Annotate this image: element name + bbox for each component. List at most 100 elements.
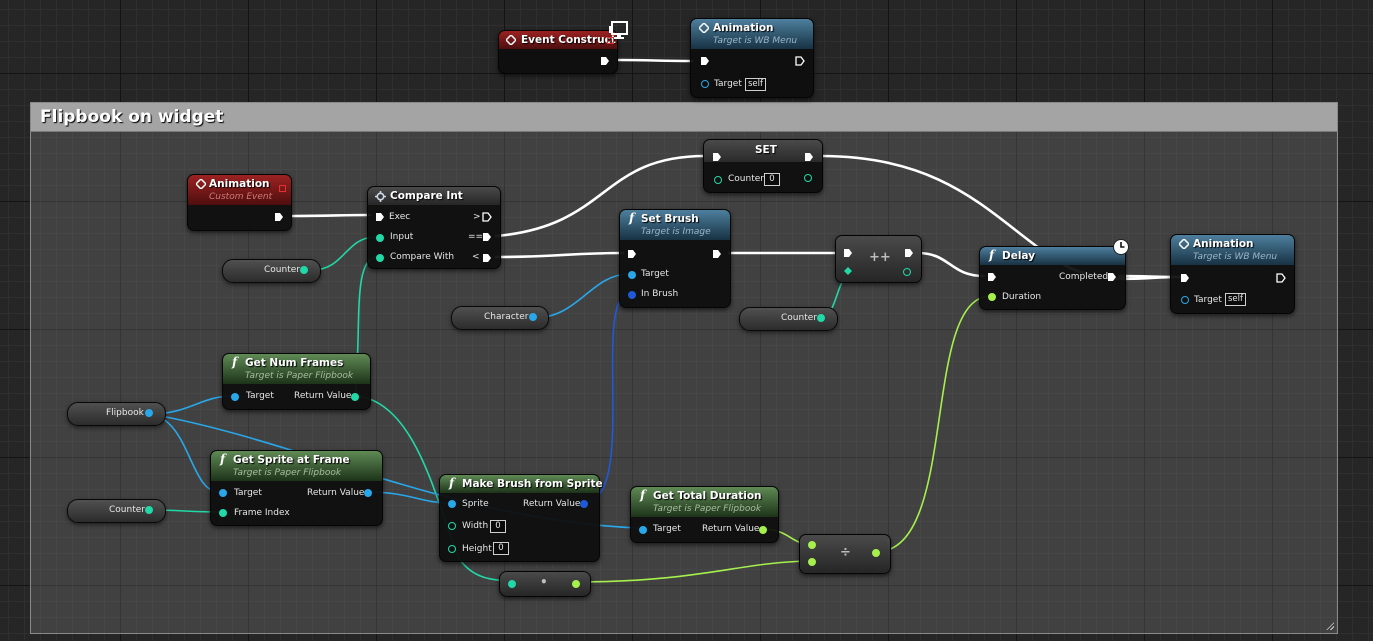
target-pin[interactable] bbox=[1181, 296, 1189, 304]
less-exec-output-pin[interactable] bbox=[482, 253, 492, 263]
target-pin[interactable] bbox=[639, 526, 647, 534]
set-brush-node[interactable]: f Set Brush Target is Image Target In Br… bbox=[619, 209, 731, 308]
exec-output-pin[interactable] bbox=[1276, 273, 1286, 283]
completed-exec-output-pin[interactable] bbox=[1107, 272, 1117, 282]
macro-gear-icon bbox=[375, 191, 386, 202]
exec-input-pin[interactable] bbox=[712, 152, 722, 162]
a-input-pin[interactable] bbox=[508, 580, 516, 588]
set-counter-node[interactable]: SET Counter 0 bbox=[703, 139, 823, 193]
event-diamond-icon bbox=[196, 179, 206, 189]
target-pin[interactable] bbox=[219, 489, 227, 497]
counter-output-pin[interactable] bbox=[804, 174, 812, 182]
counter-variable-getter[interactable]: Counter bbox=[222, 259, 321, 283]
event-output-delegate-icon[interactable] bbox=[607, 37, 614, 44]
equal-label: == bbox=[468, 232, 484, 242]
make-brush-from-sprite-node[interactable]: f Make Brush from Sprite Sprite Return V… bbox=[439, 474, 603, 562]
counter-output-pin[interactable] bbox=[300, 266, 308, 274]
input-pin[interactable] bbox=[376, 234, 384, 242]
increment-node[interactable]: ++ bbox=[835, 235, 922, 283]
height-value[interactable]: 0 bbox=[493, 542, 509, 555]
character-variable-getter[interactable]: Character bbox=[451, 306, 549, 330]
greater-exec-output-pin[interactable] bbox=[482, 212, 492, 222]
return-value-pin[interactable] bbox=[351, 393, 359, 401]
frame-index-pin[interactable] bbox=[219, 509, 227, 517]
node-title: Get Sprite at Frame bbox=[233, 454, 350, 466]
return-value-pin[interactable] bbox=[364, 489, 372, 497]
multiply-node[interactable]: • bbox=[499, 571, 591, 597]
height-pin[interactable] bbox=[448, 545, 456, 553]
event-output-delegate-icon[interactable] bbox=[279, 185, 286, 192]
exec-output-pin[interactable] bbox=[274, 212, 284, 222]
counter-variable-getter[interactable]: Counter bbox=[739, 307, 838, 331]
resize-handle-icon[interactable] bbox=[1324, 620, 1334, 630]
animation-function-right-node[interactable]: Animation Target is WB Menu Target self bbox=[1170, 234, 1295, 314]
clock-icon bbox=[1113, 239, 1129, 255]
counter-value[interactable]: 0 bbox=[764, 173, 780, 186]
node-subtitle: Target is Paper Flipbook bbox=[245, 371, 354, 381]
target-pin[interactable] bbox=[701, 80, 709, 88]
exec-output-pin[interactable] bbox=[804, 152, 814, 162]
exec-output-pin[interactable] bbox=[600, 56, 610, 66]
divide-float-node[interactable]: ÷ bbox=[799, 534, 891, 574]
character-output-pin[interactable] bbox=[529, 313, 537, 321]
counter-output-pin[interactable] bbox=[817, 314, 825, 322]
counter-input-pin[interactable] bbox=[714, 176, 722, 184]
b-input-pin[interactable] bbox=[808, 558, 816, 566]
return-value-pin[interactable] bbox=[759, 526, 767, 534]
exec-input-pin[interactable] bbox=[627, 249, 637, 259]
delay-node[interactable]: f Delay Completed Duration bbox=[979, 239, 1129, 310]
exec-input-pin[interactable] bbox=[700, 56, 710, 66]
node-subtitle: Target is Paper Flipbook bbox=[653, 504, 762, 514]
exec-input-pin[interactable] bbox=[987, 272, 997, 282]
compare-int-node[interactable]: Compare Int Exec > Input == Compare With… bbox=[367, 186, 501, 269]
node-title: Animation bbox=[1193, 238, 1254, 250]
compare-with-label: Compare With bbox=[390, 252, 455, 262]
exec-input-pin[interactable] bbox=[375, 212, 385, 222]
target-self-value[interactable]: self bbox=[745, 78, 767, 91]
less-label: < bbox=[472, 252, 480, 262]
node-header: f Get Sprite at Frame Target is Paper Fl… bbox=[211, 451, 382, 481]
target-label: Target bbox=[1194, 295, 1222, 305]
get-total-duration-node[interactable]: f Get Total Duration Target is Paper Fli… bbox=[630, 486, 779, 543]
exec-output-pin[interactable] bbox=[904, 248, 914, 258]
counter-output-pin[interactable] bbox=[145, 506, 153, 514]
result-output-pin[interactable] bbox=[572, 580, 580, 588]
compare-with-pin[interactable] bbox=[376, 254, 384, 262]
target-pin[interactable] bbox=[231, 393, 239, 401]
node-title: • bbox=[540, 575, 548, 589]
node-subtitle: Target is WB Menu bbox=[1193, 252, 1278, 262]
counter-variable-getter[interactable]: Counter bbox=[67, 499, 166, 523]
a-input-pin[interactable] bbox=[808, 541, 816, 549]
exec-output-pin[interactable] bbox=[795, 56, 805, 66]
result-output-pin[interactable] bbox=[872, 549, 880, 557]
flipbook-variable-getter[interactable]: Flipbook bbox=[67, 402, 166, 426]
exec-input-pin[interactable] bbox=[843, 248, 853, 258]
node-title: ++ bbox=[869, 250, 891, 265]
node-header: Compare Int bbox=[368, 187, 500, 205]
int-output-pin[interactable] bbox=[903, 268, 911, 276]
in-brush-pin[interactable] bbox=[628, 291, 636, 299]
duration-pin[interactable] bbox=[988, 293, 996, 301]
animation-function-top-node[interactable]: Animation Target is WB Menu Target self bbox=[690, 18, 814, 98]
variable-label: Character bbox=[484, 312, 529, 322]
flipbook-output-pin[interactable] bbox=[145, 409, 153, 417]
equal-exec-output-pin[interactable] bbox=[482, 232, 492, 242]
animation-custom-event-node[interactable]: Animation Custom Event bbox=[187, 174, 292, 231]
get-sprite-at-frame-node[interactable]: f Get Sprite at Frame Target is Paper Fl… bbox=[210, 450, 383, 526]
node-subtitle: Target is Paper Flipbook bbox=[233, 468, 342, 478]
return-value-pin[interactable] bbox=[580, 500, 588, 508]
width-pin[interactable] bbox=[448, 522, 456, 530]
return-value-label: Return Value bbox=[294, 391, 352, 401]
sprite-pin[interactable] bbox=[448, 500, 456, 508]
exec-input-pin[interactable] bbox=[1180, 273, 1190, 283]
width-value[interactable]: 0 bbox=[490, 520, 506, 533]
exec-output-pin[interactable] bbox=[712, 249, 722, 259]
node-subtitle: Target is Image bbox=[641, 227, 711, 237]
get-num-frames-node[interactable]: f Get Num Frames Target is Paper Flipboo… bbox=[222, 353, 371, 410]
comment-header[interactable]: Flipbook on widget bbox=[31, 103, 1337, 132]
target-pin[interactable] bbox=[628, 271, 636, 279]
int-ref-input-pin-icon[interactable] bbox=[844, 267, 852, 275]
target-self-value[interactable]: self bbox=[1225, 293, 1247, 306]
event-construct-node[interactable]: Event Construct bbox=[498, 21, 628, 74]
